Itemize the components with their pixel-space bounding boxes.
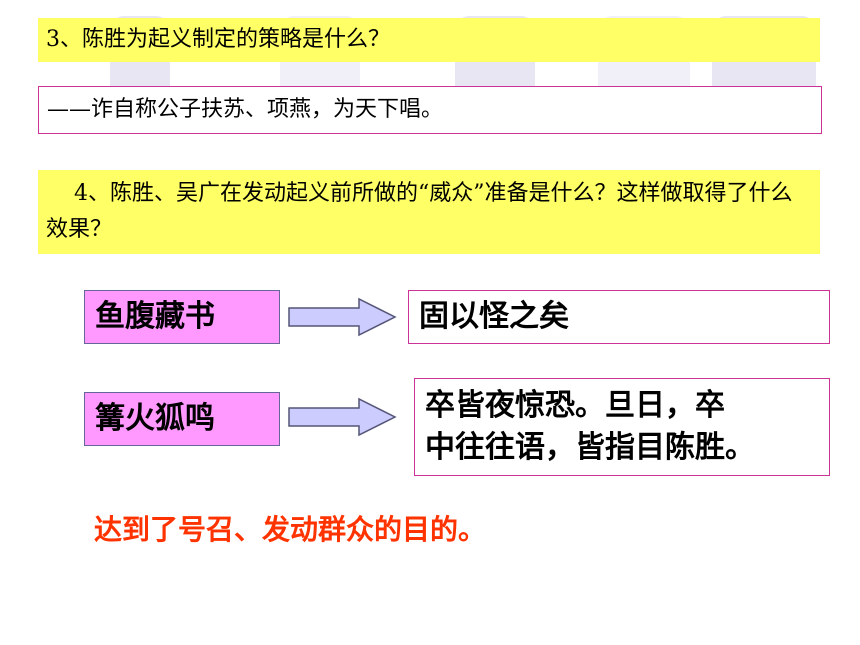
result-2: 卒皆夜惊恐。旦日，卒 中往往语，皆指目陈胜。 <box>414 378 830 476</box>
term-fish-belly-letter: 鱼腹藏书 <box>84 290 280 344</box>
question-4: 4、陈胜、吴广在发动起义前所做的“威众”准备是什么？这样做取得了什么效果？ <box>38 170 820 254</box>
right-arrow-icon <box>288 297 397 337</box>
result-2-line-1: 卒皆夜惊恐。旦日，卒 <box>425 388 725 423</box>
term-bonfire-fox-cry: 篝火狐鸣 <box>84 392 280 446</box>
right-arrow-icon <box>288 397 397 437</box>
answer-3: ——诈自称公子扶苏、项燕，为天下唱。 <box>38 86 822 134</box>
result-1: 固以怪之矣 <box>408 290 830 344</box>
question-3: 3、陈胜为起义制定的策略是什么？ <box>38 18 820 62</box>
conclusion-text: 达到了号召、发动群众的目的。 <box>94 513 487 546</box>
result-2-line-2: 中往往语，皆指目陈胜。 <box>425 430 755 465</box>
